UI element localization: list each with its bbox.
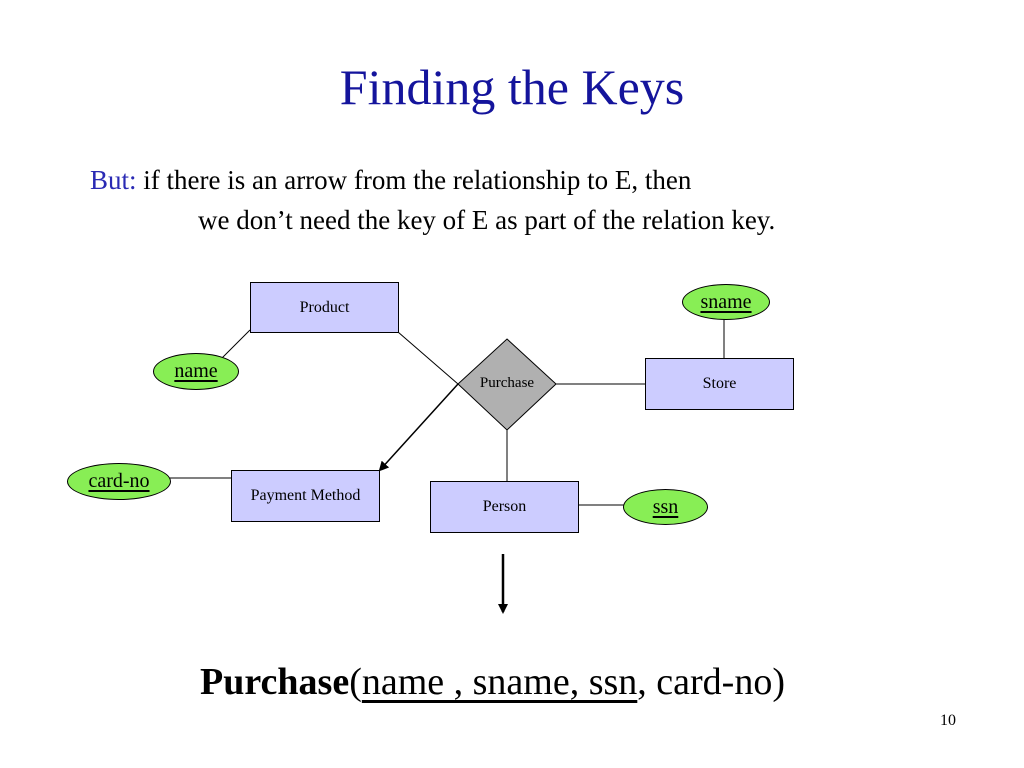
but-text-line: But: if there is an arrow from the relat… — [90, 165, 692, 196]
attribute-card-no: card-no — [67, 463, 171, 500]
relationship-diamond-purchase — [457, 338, 557, 431]
relation-open-paren: ( — [349, 661, 362, 703]
relation-key-attributes: name , sname, ssn — [361, 661, 638, 703]
edge-product-name — [221, 329, 251, 359]
but-text-line1: if there is an arrow from the relationsh… — [136, 165, 692, 195]
relationship-label-purchase: Purchase — [479, 375, 535, 391]
entity-payment-method: Payment Method — [231, 470, 380, 522]
entity-store: Store — [645, 358, 794, 410]
relation-other-attributes: , card-no) — [637, 661, 785, 703]
slide-title: Finding the Keys — [339, 59, 685, 115]
relation-name: Purchase — [200, 661, 350, 703]
page-number: 10 — [940, 712, 956, 729]
attribute-name: name — [153, 353, 239, 390]
entity-person: Person — [430, 481, 579, 533]
attribute-sname: sname — [682, 284, 770, 320]
entity-product: Product — [250, 282, 399, 333]
attribute-ssn: ssn — [623, 489, 708, 525]
arrow-purchase-payment — [378, 383, 459, 472]
but-label: But: — [90, 165, 137, 195]
relation-schema: Purchase(name , sname, ssn, card-no) — [200, 661, 785, 704]
but-text-line2: we don’t need the key of E as part of th… — [198, 205, 776, 235]
edge-product-purchase — [397, 331, 459, 385]
